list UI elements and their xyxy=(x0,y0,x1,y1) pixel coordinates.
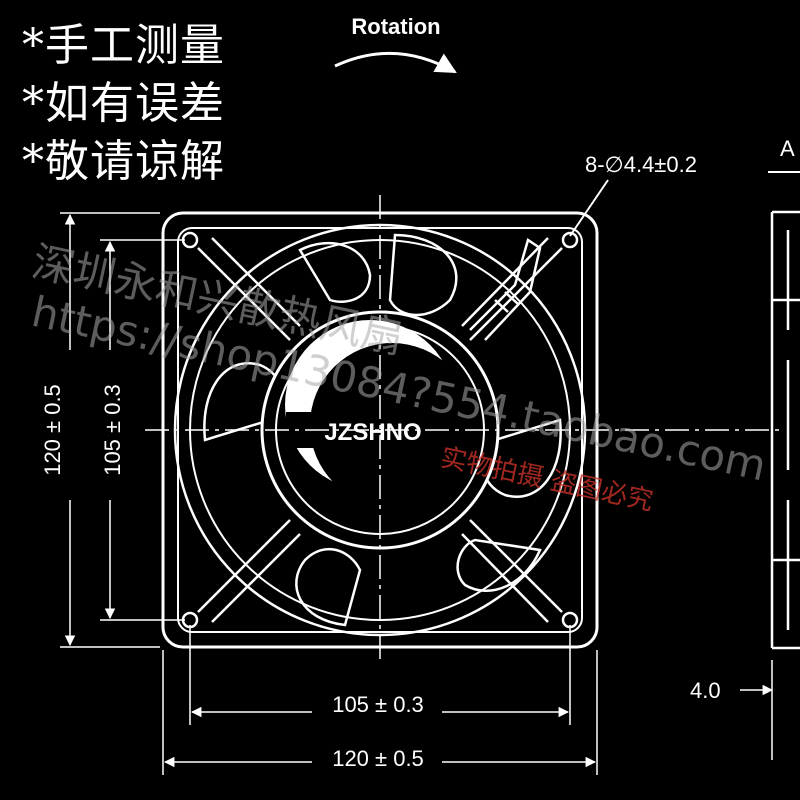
dim-outer-height: 120 ± 0.5 xyxy=(40,384,65,476)
side-view xyxy=(770,210,800,650)
side-depth-dim xyxy=(740,660,774,760)
guard-struts xyxy=(197,237,563,623)
dim-side-depth: 4.0 xyxy=(690,678,721,703)
rotation-arrow-icon xyxy=(334,51,457,74)
hole-leader-line xyxy=(569,179,609,237)
note-manual-measure: *手工测量 xyxy=(22,20,225,71)
hole-spec-label: 8-∅4.4±0.2 xyxy=(585,152,697,177)
power-cable xyxy=(469,238,542,341)
mounting-hole xyxy=(181,231,199,249)
dim-outer-width: 120 ± 0.5 xyxy=(332,746,424,771)
mounting-hole xyxy=(561,611,579,629)
mounting-hole xyxy=(561,231,579,249)
dim-inner-width: 105 ± 0.3 xyxy=(332,692,424,717)
mounting-hole xyxy=(181,611,199,629)
rotation-label: Rotation xyxy=(351,14,440,39)
brand-label: JZSHNO xyxy=(324,419,421,446)
note-error-possible: *如有误差 xyxy=(22,78,225,129)
note-please-understand: *敬请谅解 xyxy=(22,136,225,187)
center-lines xyxy=(145,195,780,665)
dim-inner-height: 105 ± 0.3 xyxy=(100,384,125,476)
section-marker: A xyxy=(780,136,795,161)
